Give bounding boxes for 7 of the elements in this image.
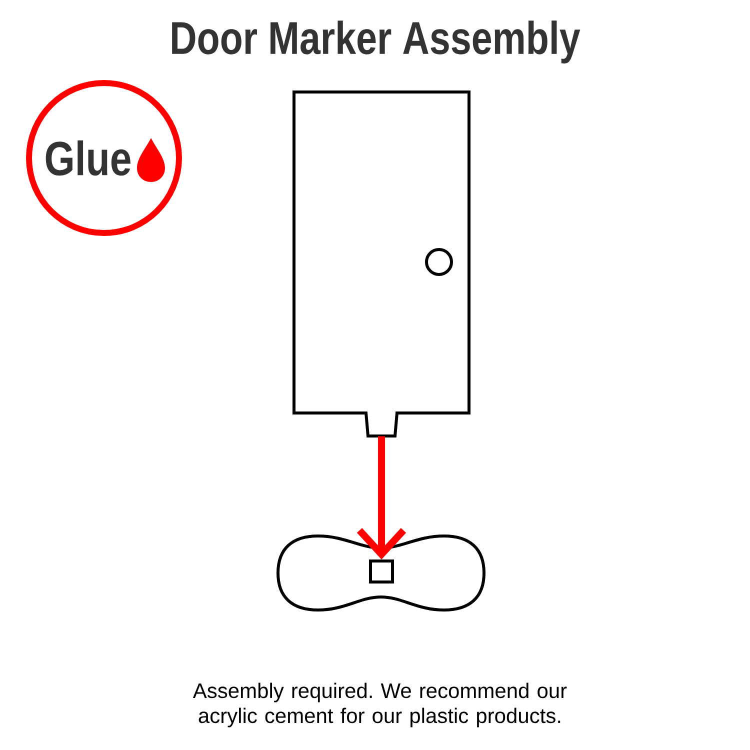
- caption: Assembly required. We recommend our acrylic cement for our plastic products.: [192, 682, 567, 728]
- arrow: [356, 436, 406, 560]
- square-slot: [369, 560, 394, 584]
- door-drawing: [292, 90, 470, 438]
- title: Door Marker Assembly: [172, 20, 580, 64]
- glue-badge: Glue: [26, 80, 182, 236]
- marker-base-drawing: [276, 534, 486, 612]
